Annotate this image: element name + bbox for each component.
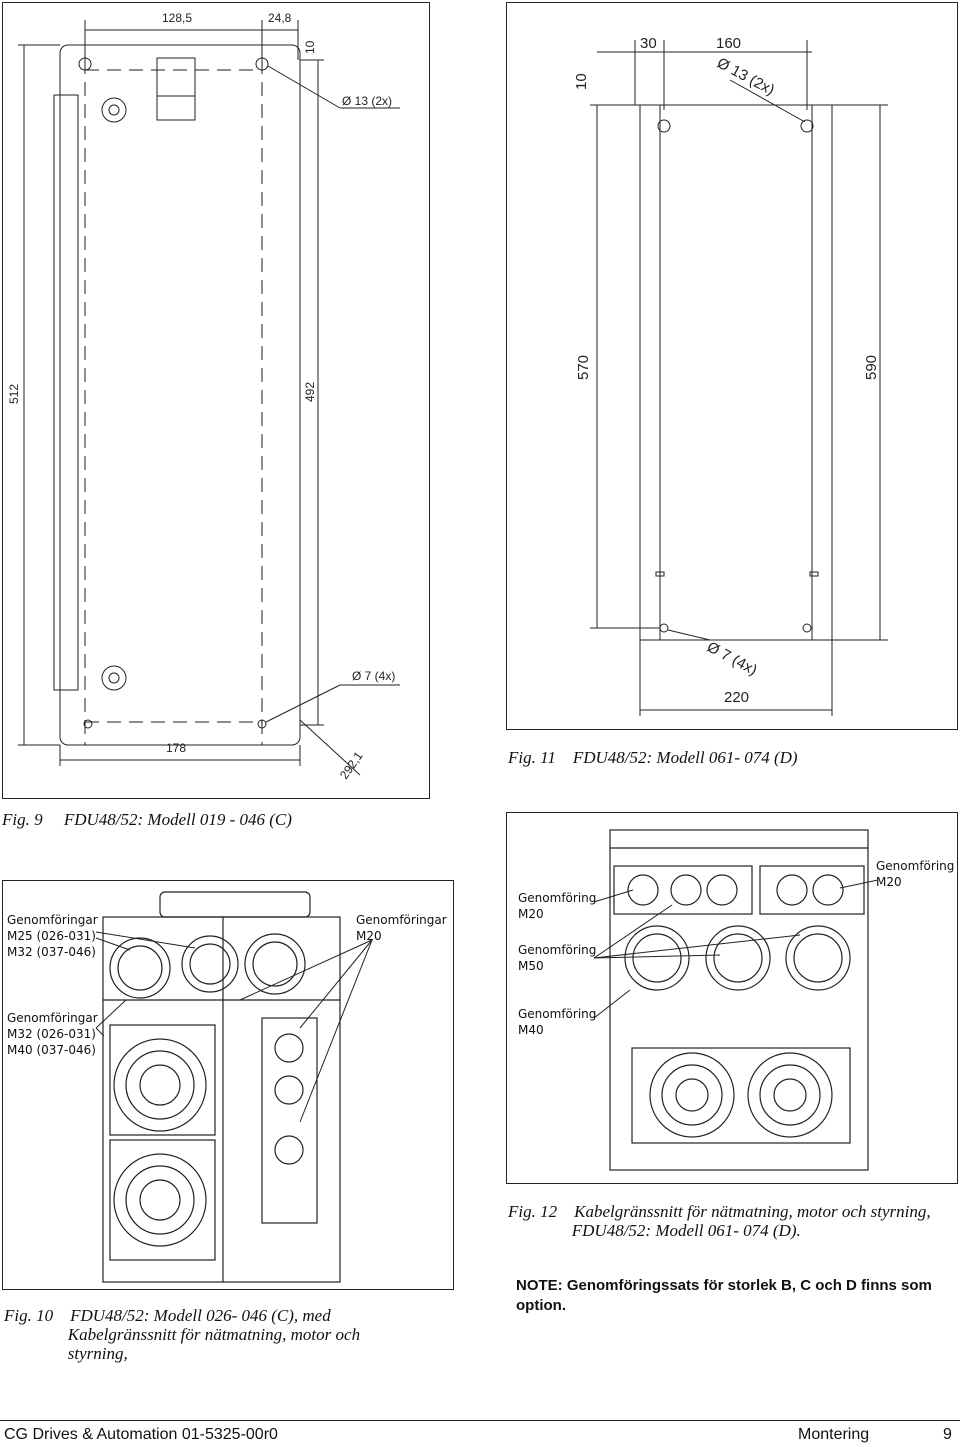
fig9-caption: Fig. 9 FDU48/52: Modell 019 - 046 (C): [2, 810, 292, 829]
fig12-label-b-2: M50: [518, 959, 544, 973]
fig11-dim-3: 10: [573, 73, 590, 90]
fig12-label-b-1: Genomföring: [518, 943, 596, 957]
fig9-dim-2: 24,8: [268, 11, 292, 25]
fig11-dim-2: 160: [716, 35, 741, 52]
note-text: NOTE: Genomföringssats för storlek B, C …: [516, 1277, 932, 1314]
fig10-label-c-1: Genomföringar: [7, 1011, 98, 1025]
fig12-label-d-2: M40: [518, 1023, 544, 1037]
fig9-dim-7: Ø 7 (4x): [352, 669, 395, 683]
fig12-caption: Fig. 12 Kabelgränssnitt för nätmatning, …: [508, 1202, 931, 1240]
fig12-label-a-1: Genomföring: [518, 891, 596, 905]
footer-left-text: CG Drives & Automation 01-5325-00r0: [4, 1426, 278, 1443]
page-number: 9: [943, 1426, 952, 1443]
fig9-dim-4: Ø 13 (2x): [342, 94, 392, 108]
fig10-label-c-2: M32 (026-031): [7, 1027, 96, 1041]
page-footer: CG Drives & Automation 01-5325-00r0 Mont…: [0, 1420, 960, 1447]
fig12-label-d-1: Genomföring: [518, 1007, 596, 1021]
fig10-label-b-1: Genomföringar: [356, 913, 447, 927]
fig9-dim-3: 10: [303, 40, 317, 54]
fig10-label-a-3: M32 (037-046): [7, 945, 96, 959]
fig9-dim-8: 178: [166, 741, 186, 755]
fig11-dim-5: 570: [575, 355, 592, 380]
fig12-label-c-1: Genomföring: [876, 859, 954, 873]
fig12-frame: [506, 812, 958, 1184]
fig9-dim-5: 512: [7, 384, 21, 404]
fig9-dim-6: 492: [303, 382, 317, 402]
fig11-frame: [506, 2, 958, 730]
fig11-dim-8: 220: [724, 689, 749, 706]
fig10-label-c-3: M40 (037-046): [7, 1043, 96, 1057]
fig11-caption: Fig. 11 FDU48/52: Modell 061- 074 (D): [508, 748, 798, 767]
fig9-dim-1: 128,5: [162, 11, 192, 25]
fig10-label-a-2: M25 (026-031): [7, 929, 96, 943]
fig11-dim-1: 30: [640, 35, 657, 52]
fig9-frame: [2, 2, 430, 799]
fig10-caption: Fig. 10 FDU48/52: Modell 026- 046 (C), m…: [4, 1306, 361, 1363]
fig10-frame: [2, 880, 454, 1290]
fig10-label-a-1: Genomföringar: [7, 913, 98, 927]
fig12-label-a-2: M20: [518, 907, 544, 921]
fig12-label-c-2: M20: [876, 875, 902, 889]
footer-section: Montering: [798, 1426, 870, 1443]
fig11-dim-6: 590: [863, 355, 880, 380]
fig10-label-b-2: M20: [356, 929, 382, 943]
